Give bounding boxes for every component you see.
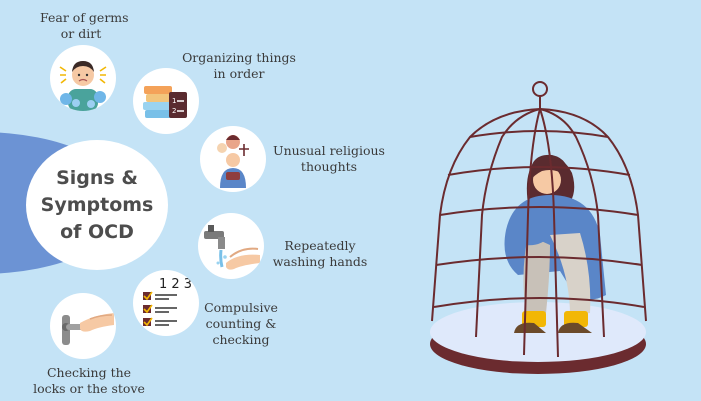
label-religious: Unusual religious thoughts [273,143,385,174]
caged-woman-illustration [430,81,647,374]
label-fear-of-germs: Fear of germs or dirt [40,10,129,41]
checklist-icon: 1 2 3 [133,270,199,336]
label-washing-hands: Repeatedly washing hands [272,238,368,269]
counting-digits: 1 2 3 [159,277,192,292]
svg-text:1: 1 [172,97,176,105]
religious-icon [200,126,266,192]
title-line-2: Symptoms [40,193,154,216]
title-line-1: Signs & [56,166,138,189]
hand-washing-icon [198,213,264,279]
title-circle: Signs & Symptoms of OCD [26,140,168,270]
germ-fear-icon [50,45,116,111]
title-line-3: of OCD [60,220,134,243]
svg-text:2: 2 [172,107,176,115]
label-checking-locks: Checking the locks or the stove [33,365,145,396]
label-counting-checking: Compulsive counting & checking [204,300,278,347]
door-handle-icon [50,293,116,359]
stacked-books-icon: 1 2 [133,68,199,134]
label-organizing: Organizing things in order [182,50,296,81]
title: Signs & Symptoms of OCD [41,165,154,246]
